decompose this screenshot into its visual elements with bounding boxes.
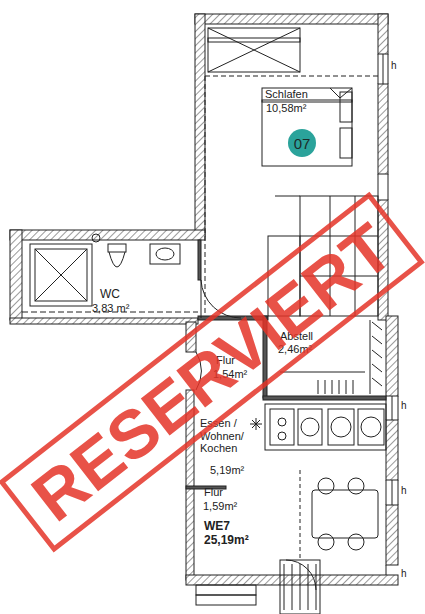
height-mark: h [401, 568, 407, 580]
room-name: Flur [204, 486, 223, 499]
callout-number: 07 [294, 135, 311, 152]
room-area: 10,58m² [266, 102, 306, 115]
room-area: 3,83 m² [92, 302, 129, 315]
height-mark: h [391, 60, 397, 72]
unit-area: 25,19m² [204, 534, 249, 548]
room-area: 5,19m² [210, 464, 244, 477]
height-mark: h [401, 485, 407, 497]
room-name: WC [100, 288, 120, 302]
room-name: Schlafen [265, 88, 308, 101]
height-mark: h [401, 400, 407, 412]
unit-name: WE7 [204, 520, 230, 534]
callout-circle: 07 [288, 129, 316, 157]
room-area: 1,59m² [203, 500, 237, 513]
